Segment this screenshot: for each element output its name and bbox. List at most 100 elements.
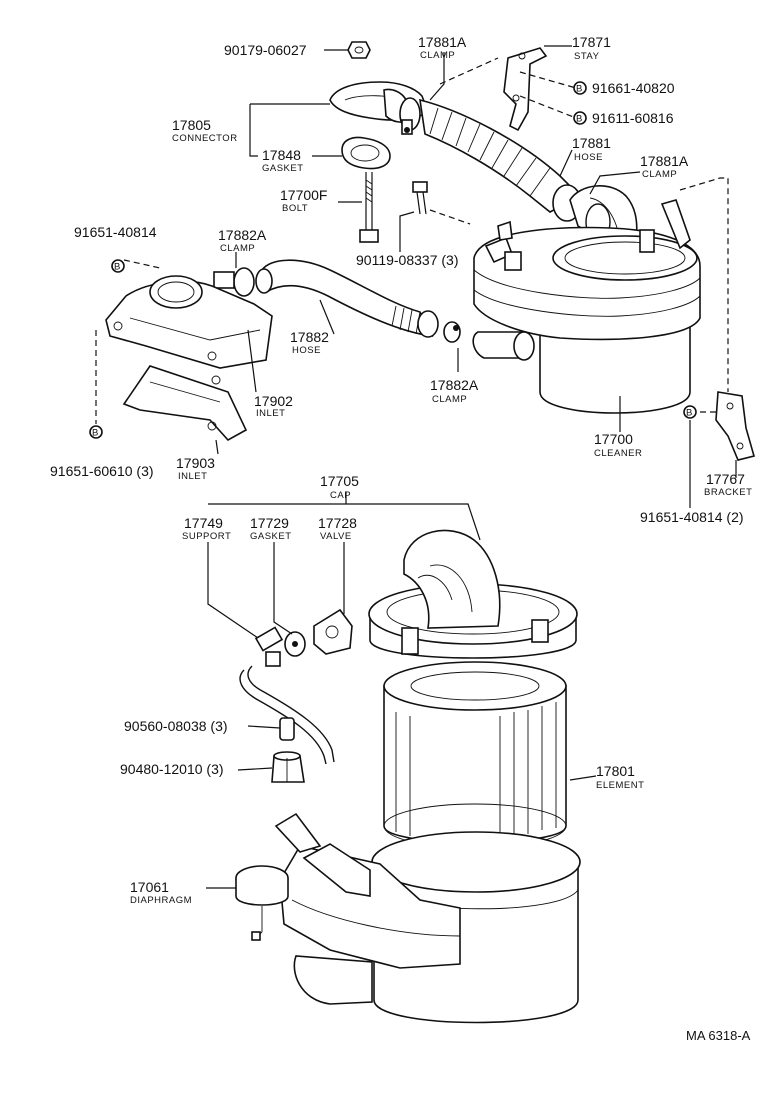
case-part: [274, 812, 581, 1024]
svg-text:STAY: STAY: [574, 51, 600, 62]
upper-assembly-illustration: [105, 41, 755, 461]
diagram-code: MA 6318-A: [686, 1028, 751, 1043]
svg-text:CONNECTOR: CONNECTOR: [172, 133, 238, 144]
air-cleaner-assembly-part: [472, 199, 701, 414]
callout-17902: 17902 INLET: [254, 393, 293, 419]
callout-17061: 17061 DIAPHRAGM: [130, 879, 192, 906]
bolt-90119-part: [412, 181, 428, 215]
svg-text:90179-06027: 90179-06027: [224, 42, 307, 58]
svg-text:17882A: 17882A: [218, 227, 267, 243]
svg-text:17881: 17881: [572, 135, 611, 151]
svg-text:17882A: 17882A: [430, 377, 479, 393]
svg-text:91611-60816: 91611-60816: [592, 110, 674, 126]
svg-text:INLET: INLET: [256, 408, 285, 419]
svg-text:CLAMP: CLAMP: [642, 169, 677, 180]
grommet-part: [271, 751, 305, 783]
svg-text:17749: 17749: [184, 515, 223, 531]
callout-17881: 17881 HOSE: [572, 135, 611, 163]
svg-text:91661-40820: 91661-40820: [592, 80, 675, 96]
svg-text:B: B: [686, 408, 693, 419]
svg-text:SUPPORT: SUPPORT: [182, 531, 231, 542]
callout-91661-40820: 91661-40820: [592, 80, 675, 96]
bolt-marker-91661: B: [573, 81, 587, 95]
callout-17881a-top: 17881A CLAMP: [418, 34, 467, 61]
svg-text:17700F: 17700F: [280, 187, 327, 203]
callout-17729: 17729 GASKET: [250, 515, 292, 542]
gasket-part: [341, 136, 391, 170]
svg-text:CLAMP: CLAMP: [420, 50, 455, 61]
svg-text:CLAMP: CLAMP: [432, 394, 467, 405]
svg-text:17881A: 17881A: [640, 153, 689, 169]
svg-text:B: B: [576, 114, 583, 125]
svg-text:GASKET: GASKET: [262, 163, 304, 174]
callout-17728: 17728 VALVE: [318, 515, 357, 542]
clamp-17882a-parts: [213, 267, 461, 343]
svg-text:17848: 17848: [262, 147, 301, 163]
callout-17881a-right: 17881A CLAMP: [640, 153, 689, 180]
callout-91651-40814-right: 91651-40814 (2): [640, 509, 744, 525]
svg-text:17801: 17801: [596, 763, 635, 779]
callout-17801: 17801 ELEMENT: [596, 763, 644, 791]
callout-17767: 17767 BRACKET: [704, 471, 752, 498]
callout-17749: 17749 SUPPORT: [182, 515, 231, 542]
callout-90560-08038: 90560-08038 (3): [124, 718, 228, 734]
svg-text:VALVE: VALVE: [320, 531, 352, 542]
svg-text:DIAPHRAGM: DIAPHRAGM: [130, 895, 192, 906]
bolt-marker-91651-top-left: B: [111, 259, 125, 273]
callout-90480-12010: 90480-12010 (3): [120, 761, 224, 777]
svg-text:BOLT: BOLT: [282, 203, 308, 214]
callout-91651-60610: 91651-60610 (3): [50, 463, 154, 479]
callout-90179-06027: 90179-06027: [224, 42, 307, 58]
svg-text:17767: 17767: [706, 471, 745, 487]
inlet-17903-part: [122, 365, 248, 442]
svg-text:HOSE: HOSE: [574, 152, 603, 163]
svg-text:CLEANER: CLEANER: [594, 448, 642, 459]
clamp-top-part: [399, 97, 421, 135]
callout-17903: 17903 INLET: [176, 455, 215, 482]
callout-17805: 17805 CONNECTOR: [172, 117, 238, 144]
svg-text:CAP: CAP: [330, 490, 351, 501]
svg-text:17061: 17061: [130, 879, 169, 895]
callout-labels: 90179-06027 17881A CLAMP 17871 STAY 9166…: [50, 34, 752, 1043]
callout-17882a-mid: 17882A CLAMP: [430, 377, 479, 405]
hose-17881-part: [419, 98, 582, 222]
callout-17882a-left: 17882A CLAMP: [218, 227, 267, 254]
svg-text:17705: 17705: [320, 473, 359, 489]
inlet-17902-part: [105, 275, 273, 369]
callout-91651-40814-left: 91651-40814: [74, 224, 157, 240]
bolt-marker-91611: B: [573, 111, 587, 125]
bolt-17700f-part: [359, 172, 379, 243]
callout-91611-60816: 91611-60816: [592, 110, 674, 126]
svg-text:CLAMP: CLAMP: [220, 243, 255, 254]
svg-text:17728: 17728: [318, 515, 357, 531]
svg-text:GASKET: GASKET: [250, 531, 292, 542]
svg-text:17903: 17903: [176, 455, 215, 471]
callout-17700f: 17700F BOLT: [280, 187, 327, 214]
callout-17705: 17705 CAP: [320, 473, 359, 501]
element-part: [383, 661, 567, 849]
hose-clip-part: [279, 717, 295, 741]
svg-text:HOSE: HOSE: [292, 345, 321, 356]
svg-text:17729: 17729: [250, 515, 289, 531]
callout-17871: 17871 STAY: [572, 34, 611, 62]
bracket-17767-part: [715, 391, 755, 461]
svg-text:B: B: [114, 262, 121, 273]
bolt-markers: B B B B B: [89, 81, 697, 439]
svg-text:BRACKET: BRACKET: [704, 487, 752, 498]
svg-text:90480-12010 (3): 90480-12010 (3): [120, 761, 224, 777]
svg-text:B: B: [92, 428, 99, 439]
svg-text:B: B: [576, 84, 583, 95]
bolt-marker-91651-right: B: [683, 405, 697, 419]
cap-part: [368, 529, 578, 659]
leader-lines: [95, 45, 737, 889]
callout-17700: 17700 CLEANER: [594, 431, 642, 459]
callout-90119-08337: 90119-08337 (3): [356, 252, 458, 268]
svg-text:91651-60610 (3): 91651-60610 (3): [50, 463, 154, 479]
svg-text:17881A: 17881A: [418, 34, 467, 50]
svg-text:17700: 17700: [594, 431, 633, 447]
svg-text:90119-08337 (3): 90119-08337 (3): [356, 252, 458, 268]
svg-text:17902: 17902: [254, 393, 293, 409]
svg-text:91651-40814: 91651-40814: [74, 224, 157, 240]
diaphragm-part: [235, 865, 289, 941]
